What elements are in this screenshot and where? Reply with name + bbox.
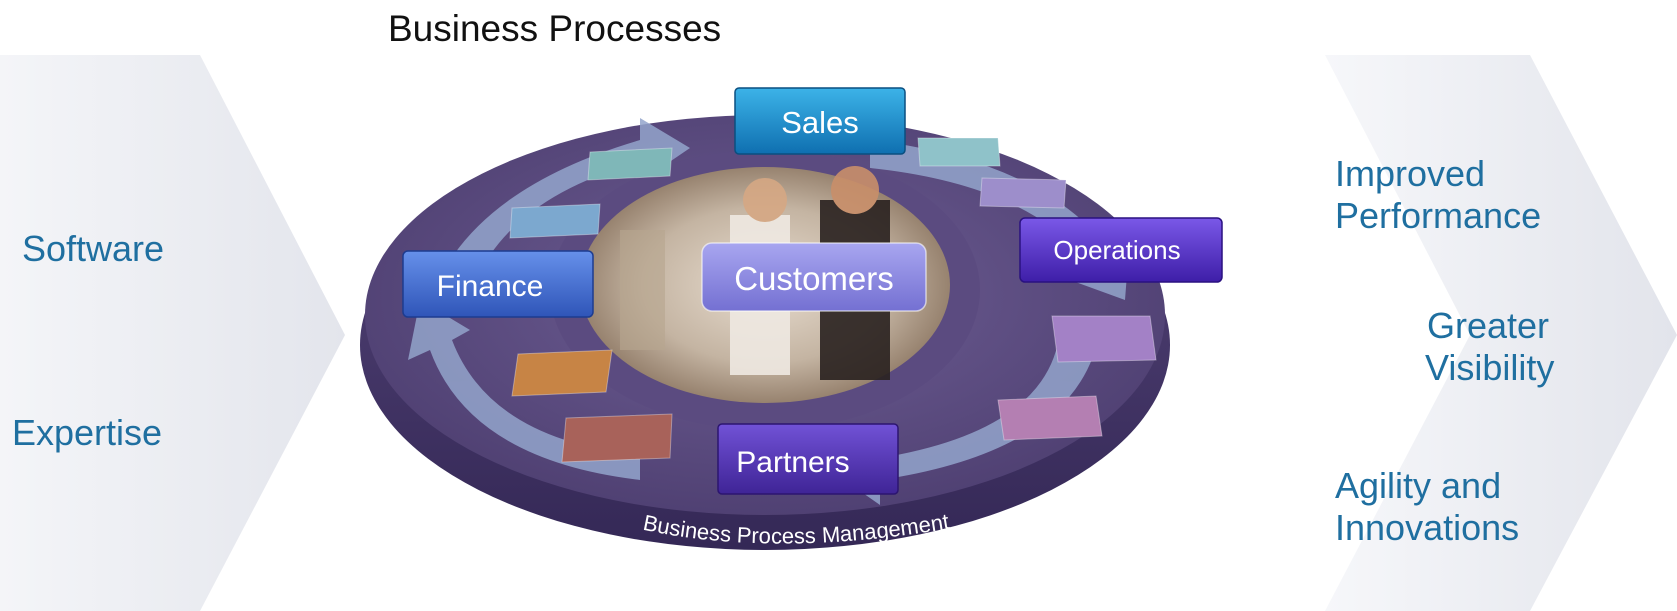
input-software: Software [22, 228, 165, 269]
right-chevron-shape [1325, 55, 1677, 611]
outcome-line: Visibility [1425, 347, 1555, 388]
sales-box: Sales [734, 87, 906, 155]
outcome-greater-visibility: Greater Visibility [1425, 305, 1554, 389]
operations-box: Operations [1019, 217, 1223, 283]
operations-label: Operations [1053, 235, 1180, 265]
outcome-line: Improved [1335, 153, 1486, 194]
partners-box: Partners [717, 423, 899, 495]
finance-label: Finance [437, 270, 544, 303]
outcome-line: Agility and [1335, 465, 1502, 506]
partners-label: Partners [736, 446, 849, 479]
page-title: Business Processes [388, 8, 722, 49]
outcome-improved-performance: Improved Performance [1335, 153, 1541, 237]
finance-box: Finance [402, 250, 594, 318]
customers-box: Customers [701, 242, 927, 312]
input-expertise: Expertise [12, 412, 163, 453]
outcome-agility-innovations: Agility and Innovations [1335, 465, 1519, 549]
process-tiles [509, 137, 1157, 463]
sales-label: Sales [781, 105, 859, 140]
outcome-line: Performance [1335, 195, 1542, 236]
left-chevron-shape [0, 55, 345, 611]
customers-label: Customers [734, 260, 894, 297]
outcome-line: Greater [1427, 305, 1550, 346]
outcome-line: Innovations [1335, 507, 1520, 548]
